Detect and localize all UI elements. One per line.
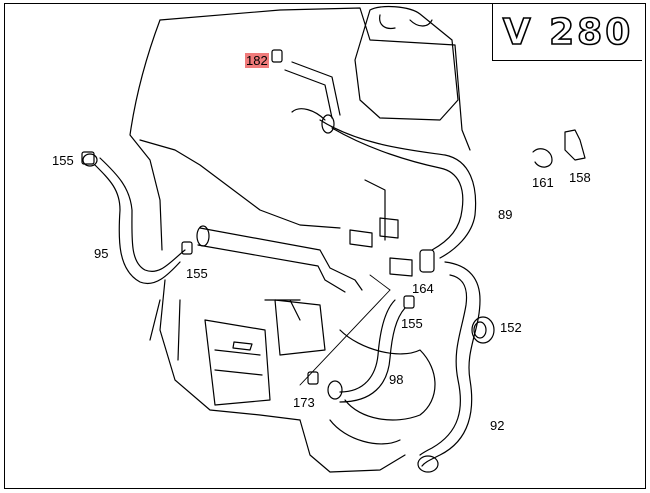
callout-89[interactable]: 89 [498,207,513,222]
engine-block-outline [129,7,471,473]
callout-92[interactable]: 92 [490,418,505,433]
coolant-pipe [196,225,363,293]
hose-98 [327,299,406,403]
leader-lines [299,274,391,386]
model-label: V 280 [502,11,634,54]
hose-95 [82,153,186,284]
callout-98[interactable]: 98 [389,372,404,387]
callout-161[interactable]: 161 [532,175,554,190]
hose-89 [284,61,477,259]
callout-158[interactable]: 158 [569,170,591,185]
hose-92 [417,261,481,473]
callout-152[interactable]: 152 [500,320,522,335]
callout-164[interactable]: 164 [412,281,434,296]
diagram-frame [4,3,646,489]
clamp-parts [81,49,586,385]
callout-173[interactable]: 173 [293,395,315,410]
callout-182[interactable]: 182 [245,53,269,68]
model-badge: V 280 [492,4,642,61]
expansion-tank-outline [354,5,459,121]
callout-155-left[interactable]: 155 [52,153,74,168]
callout-155-right[interactable]: 155 [401,316,423,331]
callout-155-middle[interactable]: 155 [186,266,208,281]
callout-95[interactable]: 95 [94,246,109,261]
